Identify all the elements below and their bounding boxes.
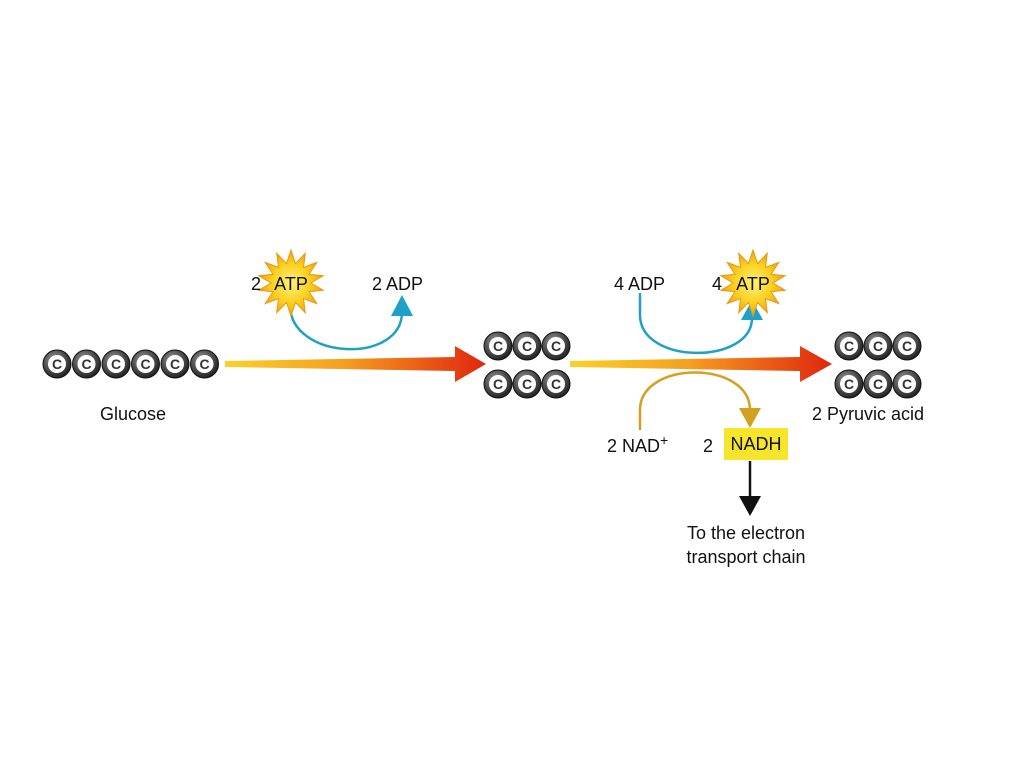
nadh-count: 2 <box>703 436 714 456</box>
carbon-symbol: C <box>522 376 532 392</box>
nadh-to-etc-arrow <box>739 461 761 516</box>
electron-transport-label-line2: transport chain <box>686 547 806 567</box>
carbon-symbol: C <box>170 356 180 372</box>
main-arrow-2 <box>570 346 832 382</box>
carbon-atom-core <box>107 355 125 373</box>
carbon-symbol: C <box>873 376 883 392</box>
carbon-symbol: C <box>111 356 121 372</box>
carbon-atom-core <box>869 375 887 393</box>
carbon-atom-core <box>840 337 858 355</box>
carbon-atom-core <box>489 337 507 355</box>
nadh-label: NADH <box>730 434 782 454</box>
carbon-atom-core <box>77 355 96 373</box>
carbon-symbol: C <box>199 356 209 372</box>
atp-burst-icon-2 <box>719 248 787 318</box>
nad-label: 2 NAD+ <box>607 433 668 456</box>
carbon-atom-core <box>547 375 565 393</box>
carbon-symbol: C <box>140 356 150 372</box>
carbon-atom-core <box>48 355 66 373</box>
main-arrow-1 <box>225 346 486 382</box>
adp-label-1: 2 ADP <box>372 274 424 294</box>
carbon-symbol: C <box>844 376 854 392</box>
carbon-atom-core <box>518 375 536 393</box>
nad-text: 2 NAD <box>607 436 661 456</box>
atp-label-1: ATP <box>274 274 308 294</box>
carbon-symbol: C <box>81 356 91 372</box>
atp-to-adp-arrow-1 <box>288 295 413 351</box>
carbon-symbol: C <box>844 338 854 354</box>
adp-label-2: 4 ADP <box>614 274 666 294</box>
carbon-symbol: C <box>902 376 912 392</box>
pyruvic-acid-label: 2 Pyruvic acid <box>812 404 925 424</box>
carbon-atom-core <box>518 337 536 355</box>
carbon-symbol: C <box>551 376 561 392</box>
carbon-symbol: C <box>873 338 883 354</box>
atp-count-1: 2 <box>251 274 262 294</box>
atp-burst-icon-1 <box>257 248 325 318</box>
electron-transport-label-line1: To the electron <box>686 523 806 543</box>
carbon-atom-core <box>136 355 155 373</box>
carbon-atom-core <box>898 375 916 393</box>
carbon-symbol: C <box>902 338 912 354</box>
carbon-symbol: C <box>551 338 561 354</box>
carbon-atom-core <box>869 337 887 355</box>
atp-count-2: 4 <box>712 274 723 294</box>
nad-superscript: + <box>660 432 669 448</box>
carbon-symbol: C <box>52 356 62 372</box>
carbon-atom-core <box>489 375 507 393</box>
nadh-highlight-box: NADH <box>724 428 788 460</box>
carbon-atom-core <box>898 337 916 355</box>
carbon-symbol: C <box>493 338 503 354</box>
carbon-atom-core <box>195 355 214 373</box>
glucose-label: Glucose <box>100 404 167 424</box>
atp-label-2: ATP <box>736 274 770 294</box>
carbon-symbol: C <box>493 376 503 392</box>
carbon-symbol: C <box>522 338 532 354</box>
nad-to-nadh-arrow <box>638 371 761 430</box>
carbon-atom-core <box>547 337 565 355</box>
carbon-atom-core <box>840 375 858 393</box>
carbon-atom-core <box>166 355 184 373</box>
